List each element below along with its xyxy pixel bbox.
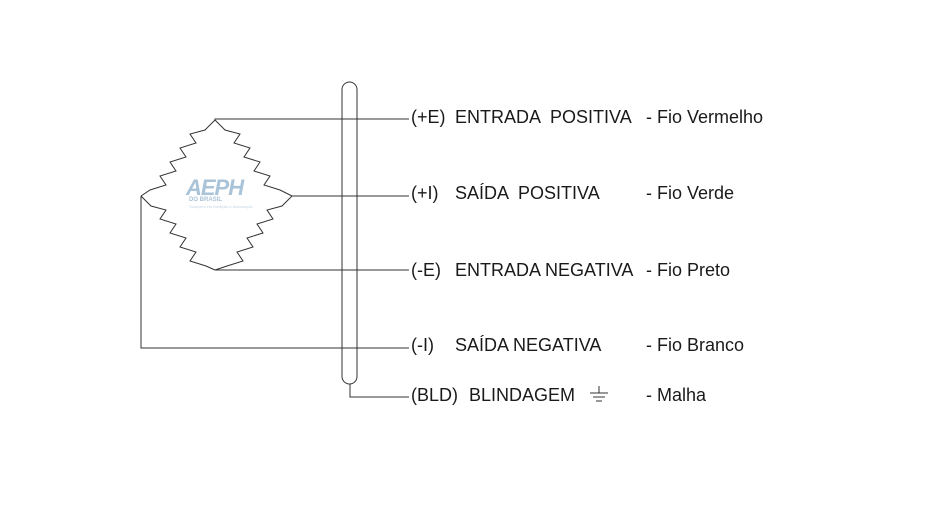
terminal-name: ENTRADA NEGATIVA (455, 260, 634, 280)
wire-shield (349, 384, 409, 398)
resistor-top-left (140, 119, 216, 197)
resistor-bottom-right (214, 195, 293, 271)
wire-positive-excitation (214, 118, 409, 120)
terminal-name: SAÍDA POSITIVA (455, 183, 600, 203)
wire-color: - Malha (646, 385, 707, 405)
logo-wordmark: AEPH (186, 175, 244, 200)
ground-icon (590, 386, 608, 402)
wire-color: - Fio Branco (646, 335, 745, 355)
terminal-code: (-I) (411, 335, 434, 355)
wire-color: - Fio Verde (646, 183, 735, 203)
logo-tagline: Soluções em Medição e Automação (189, 204, 253, 209)
resistor-bottom-left (140, 195, 216, 271)
resistor-top-right (214, 119, 293, 197)
terminal-name: BLINDAGEM (469, 385, 576, 405)
terminal-code: (BLD) (411, 385, 459, 405)
terminal-code: (-E) (411, 260, 441, 280)
wire-color: - Fio Preto (646, 260, 731, 280)
terminal-name: SAÍDA NEGATIVA (455, 335, 602, 355)
wire-negative-signal (140, 196, 409, 349)
cable-sheath (341, 81, 358, 385)
terminal-code: (+E) (411, 107, 446, 127)
terminal-code: (+I) (411, 183, 439, 203)
wire-color: - Fio Vermelho (646, 107, 764, 127)
company-logo: AEPH DO BRASIL Soluções em Medição e Aut… (186, 177, 260, 213)
terminal-name: ENTRADA POSITIVA (455, 107, 632, 127)
logo-subtitle: DO BRASIL (189, 197, 222, 203)
